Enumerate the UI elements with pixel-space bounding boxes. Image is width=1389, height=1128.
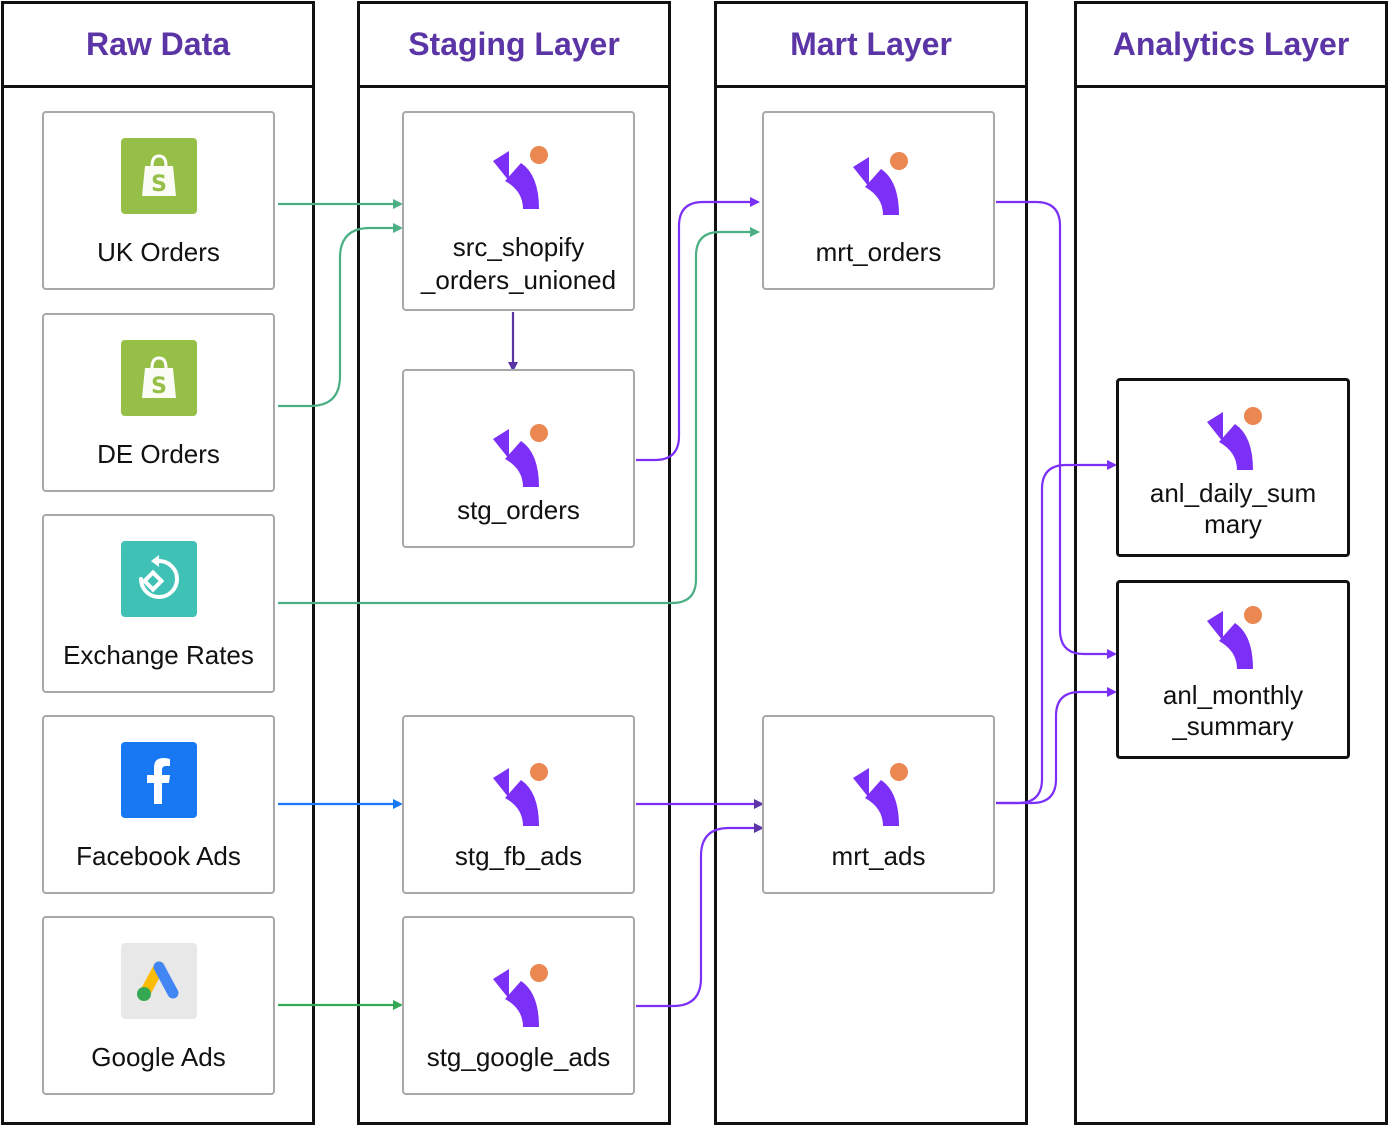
node-label: mrt_ads xyxy=(831,841,926,871)
node-label: stg_orders xyxy=(457,495,580,525)
dbt-model-icon xyxy=(487,963,551,1027)
lane-title-mart-layer: Mart Layer xyxy=(717,4,1025,88)
dbt-model-icon xyxy=(487,762,551,826)
node-label-line-1: src_shopify xyxy=(452,232,585,262)
shopify-icon: S xyxy=(120,340,197,416)
google-ads-icon xyxy=(120,943,197,1019)
node-anl-monthly-summary[interactable]: anl_monthly _summary xyxy=(1116,580,1350,759)
lane-title-raw-data: Raw Data xyxy=(4,4,312,88)
node-exchange-rates[interactable]: Exchange Rates xyxy=(42,514,275,693)
node-src-shopify-orders-unioned[interactable]: src_shopify _orders_unioned xyxy=(402,111,635,311)
node-label: UK Orders xyxy=(97,237,220,267)
node-label: Exchange Rates xyxy=(63,640,254,670)
lane-title-staging-layer: Staging Layer xyxy=(360,4,668,88)
node-mrt-orders[interactable]: mrt_orders xyxy=(762,111,995,290)
node-facebook-ads[interactable]: Facebook Ads xyxy=(42,715,275,894)
dbt-model-icon xyxy=(487,423,551,487)
node-google-ads[interactable]: Google Ads xyxy=(42,916,275,1095)
shopify-icon: S xyxy=(120,138,197,214)
lane-title-analytics-layer: Analytics Layer xyxy=(1077,4,1385,88)
node-label: Google Ads xyxy=(91,1042,226,1072)
node-stg-fb-ads[interactable]: stg_fb_ads xyxy=(402,715,635,894)
node-label-line-1: anl_daily_sum xyxy=(1149,478,1317,508)
lane-analytics-layer: Analytics Layer xyxy=(1074,1,1388,1125)
node-uk-orders[interactable]: S UK Orders xyxy=(42,111,275,290)
node-label: mrt_orders xyxy=(815,237,942,267)
node-label: Facebook Ads xyxy=(76,841,241,871)
node-label: DE Orders xyxy=(97,439,220,469)
svg-text:S: S xyxy=(151,172,167,197)
dbt-model-icon xyxy=(1201,406,1265,470)
svg-text:S: S xyxy=(151,374,167,399)
dbt-model-icon xyxy=(847,762,911,826)
node-stg-google-ads[interactable]: stg_google_ads xyxy=(402,916,635,1095)
node-mrt-ads[interactable]: mrt_ads xyxy=(762,715,995,894)
node-label-line-1: anl_monthly xyxy=(1162,680,1304,710)
exchange-rates-icon xyxy=(120,541,197,617)
facebook-icon xyxy=(120,742,197,818)
node-label-line-2: _orders_unioned xyxy=(420,265,617,295)
dbt-model-icon xyxy=(487,145,551,209)
dbt-model-icon xyxy=(847,151,911,215)
dbt-model-icon xyxy=(1201,605,1265,669)
node-anl-daily-summary[interactable]: anl_daily_sum mary xyxy=(1116,378,1350,557)
node-stg-orders[interactable]: stg_orders xyxy=(402,369,635,548)
node-label: stg_fb_ads xyxy=(454,841,583,871)
node-de-orders[interactable]: S DE Orders xyxy=(42,313,275,492)
node-label-line-2: _summary xyxy=(1172,711,1294,741)
node-label: stg_google_ads xyxy=(426,1042,611,1072)
node-label-line-2: mary xyxy=(1204,509,1262,539)
